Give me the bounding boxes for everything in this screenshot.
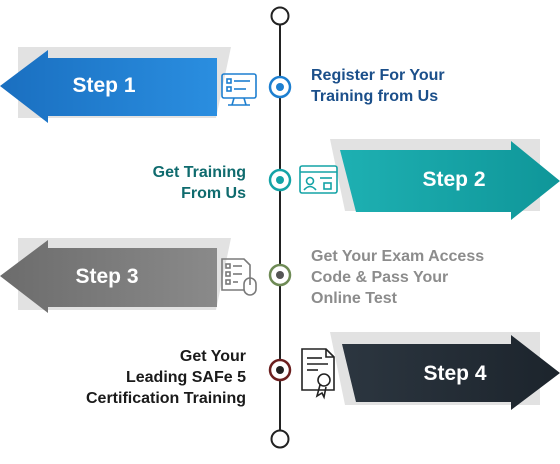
step-4-description: Get Your Leading SAFe 5 Certification Tr… <box>86 346 246 409</box>
step-2-description-line-1: Get Training <box>152 164 246 181</box>
step-4-description-line-2: Leading SAFe 5 <box>125 369 246 386</box>
step-2-arrow: Step 2 <box>330 139 560 220</box>
certificate-icon <box>301 348 335 400</box>
timeline-node-3 <box>268 263 292 287</box>
step-3-description: Get Your Exam Access Code & Pass Your On… <box>311 246 484 309</box>
timeline-end-node <box>270 429 290 449</box>
step-2-description: Get Training From Us <box>153 162 246 204</box>
step-3-arrow: Step 3 <box>0 238 231 313</box>
step-3-label: Step 3 <box>75 265 138 288</box>
step-3-description-line-3: Online Test <box>311 290 397 307</box>
step-4-arrow: Step 4 <box>330 332 560 410</box>
timeline-node-2 <box>268 168 292 192</box>
step-1-arrow: Step 1 <box>0 47 231 123</box>
step-3-description-line-2: Code & Pass Your <box>311 269 449 286</box>
step-1-label: Step 1 <box>72 74 135 97</box>
step-1-description-line-1: Register For Your <box>311 67 445 84</box>
user-id-card-icon <box>299 165 338 194</box>
step-4-label: Step 4 <box>423 362 486 385</box>
step-4-description-line-3: Certification Training <box>85 390 246 407</box>
step-2-description-line-2: From Us <box>181 185 246 202</box>
step-2-label: Step 2 <box>422 168 485 191</box>
step-3-description-line-1: Get Your Exam Access <box>311 248 485 265</box>
step-1-description-line-2: Training from Us <box>311 88 439 105</box>
step-1-description: Register For Your Training from Us <box>311 65 445 107</box>
step-4-description-line-1: Get Your <box>179 348 246 365</box>
timeline-node-1 <box>268 75 292 99</box>
timeline-start-node <box>270 6 290 26</box>
computer-checklist-icon <box>221 73 257 106</box>
exam-sheet-mouse-icon <box>221 258 257 296</box>
timeline-node-4 <box>268 358 292 382</box>
